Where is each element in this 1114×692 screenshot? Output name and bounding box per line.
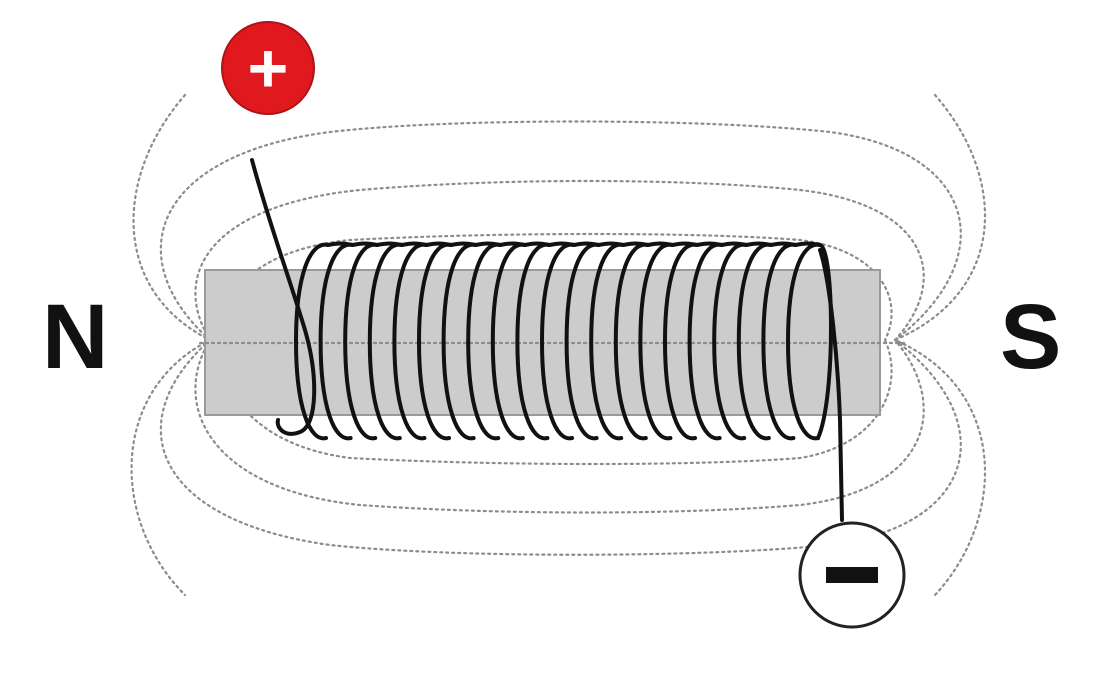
field-line-upper-medium bbox=[194, 179, 925, 342]
coil-turn bbox=[589, 242, 626, 441]
coil-turn bbox=[540, 242, 576, 441]
coil-winding bbox=[294, 241, 833, 441]
coil-turn bbox=[441, 242, 478, 441]
field-line-upper-large bbox=[159, 120, 962, 342]
coil-turn bbox=[367, 242, 404, 441]
north-pole-label: N bbox=[42, 286, 108, 388]
coil-turn bbox=[736, 242, 773, 441]
coil-turn bbox=[613, 242, 650, 441]
coil-turn bbox=[638, 242, 675, 441]
coil-turn bbox=[786, 242, 822, 441]
coil-turn bbox=[515, 242, 552, 441]
coil-turn bbox=[392, 242, 429, 441]
coil-turn bbox=[712, 242, 749, 441]
field-line-lower-inner bbox=[222, 338, 893, 466]
field-line-lower-large bbox=[159, 338, 962, 556]
positive-terminal-circle bbox=[221, 21, 315, 115]
coil-turn bbox=[490, 242, 527, 441]
coil-turn bbox=[417, 242, 453, 441]
positive-terminal: + bbox=[221, 21, 315, 115]
minus-sign bbox=[826, 567, 878, 583]
coil-turn bbox=[663, 242, 699, 441]
coil-turn bbox=[343, 242, 380, 441]
coil-end-turn bbox=[816, 243, 833, 440]
coil-turn bbox=[318, 242, 355, 441]
negative-lead-wire bbox=[818, 248, 844, 522]
coil-turn bbox=[564, 242, 601, 441]
coil-turn bbox=[466, 242, 503, 441]
south-pole-label: S bbox=[1000, 286, 1061, 388]
plus-sign: + bbox=[248, 29, 289, 107]
field-line-lower-medium bbox=[194, 338, 925, 514]
negative-terminal bbox=[798, 521, 906, 629]
field-line-outer-right bbox=[892, 93, 986, 597]
positive-lead-wire bbox=[250, 158, 317, 436]
coil-turn bbox=[761, 242, 798, 441]
coil-turn bbox=[294, 242, 330, 441]
coil-turn bbox=[687, 242, 724, 441]
field-line-outer-left bbox=[130, 93, 213, 597]
